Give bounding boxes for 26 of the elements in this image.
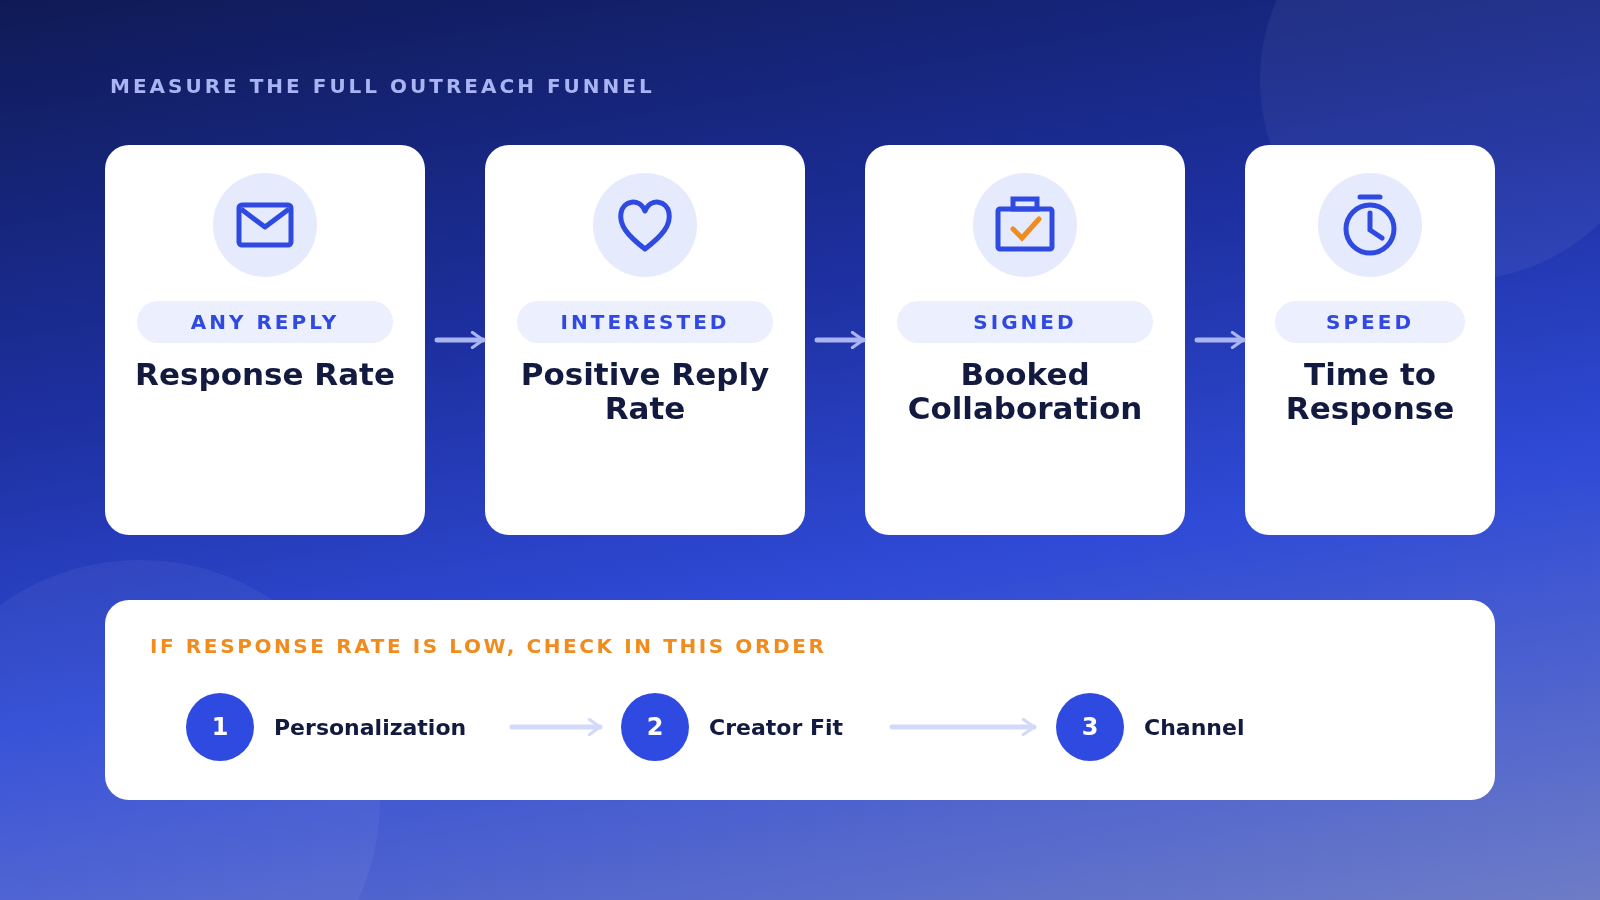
metric-card [1245, 145, 1495, 535]
arrow [814, 330, 866, 350]
checklist-panel [105, 600, 1495, 800]
step-number: 1 [186, 693, 254, 761]
stage-tag: SPEED [1275, 301, 1465, 343]
metric-card [105, 145, 425, 535]
step-label: Channel [1144, 714, 1246, 740]
step-number: 2 [621, 693, 689, 761]
arrow [889, 717, 1037, 737]
stage-tag: ANY REPLY [137, 301, 393, 343]
arrow [1194, 330, 1246, 350]
stage-tag: INTERESTED [517, 301, 773, 343]
metric-title: Positive Reply Rate [519, 357, 771, 425]
metric-card [865, 145, 1185, 535]
metric-title: Booked Collaboration [906, 357, 1144, 425]
metric-title: Response Rate [134, 357, 396, 391]
arrow [434, 330, 486, 350]
metric-title: Time to Response [1284, 357, 1456, 425]
stage-tag: SIGNED [897, 301, 1153, 343]
metric-card [485, 145, 805, 535]
step-label: Personalization [274, 714, 468, 740]
step-number: 3 [1056, 693, 1124, 761]
heading: MEASURE THE FULL OUTREACH FUNNEL [110, 74, 655, 98]
arrow [509, 717, 603, 737]
panel-heading: IF RESPONSE RATE IS LOW, CHECK IN THIS ORDER [150, 634, 827, 658]
step-label: Creator Fit [709, 714, 844, 740]
